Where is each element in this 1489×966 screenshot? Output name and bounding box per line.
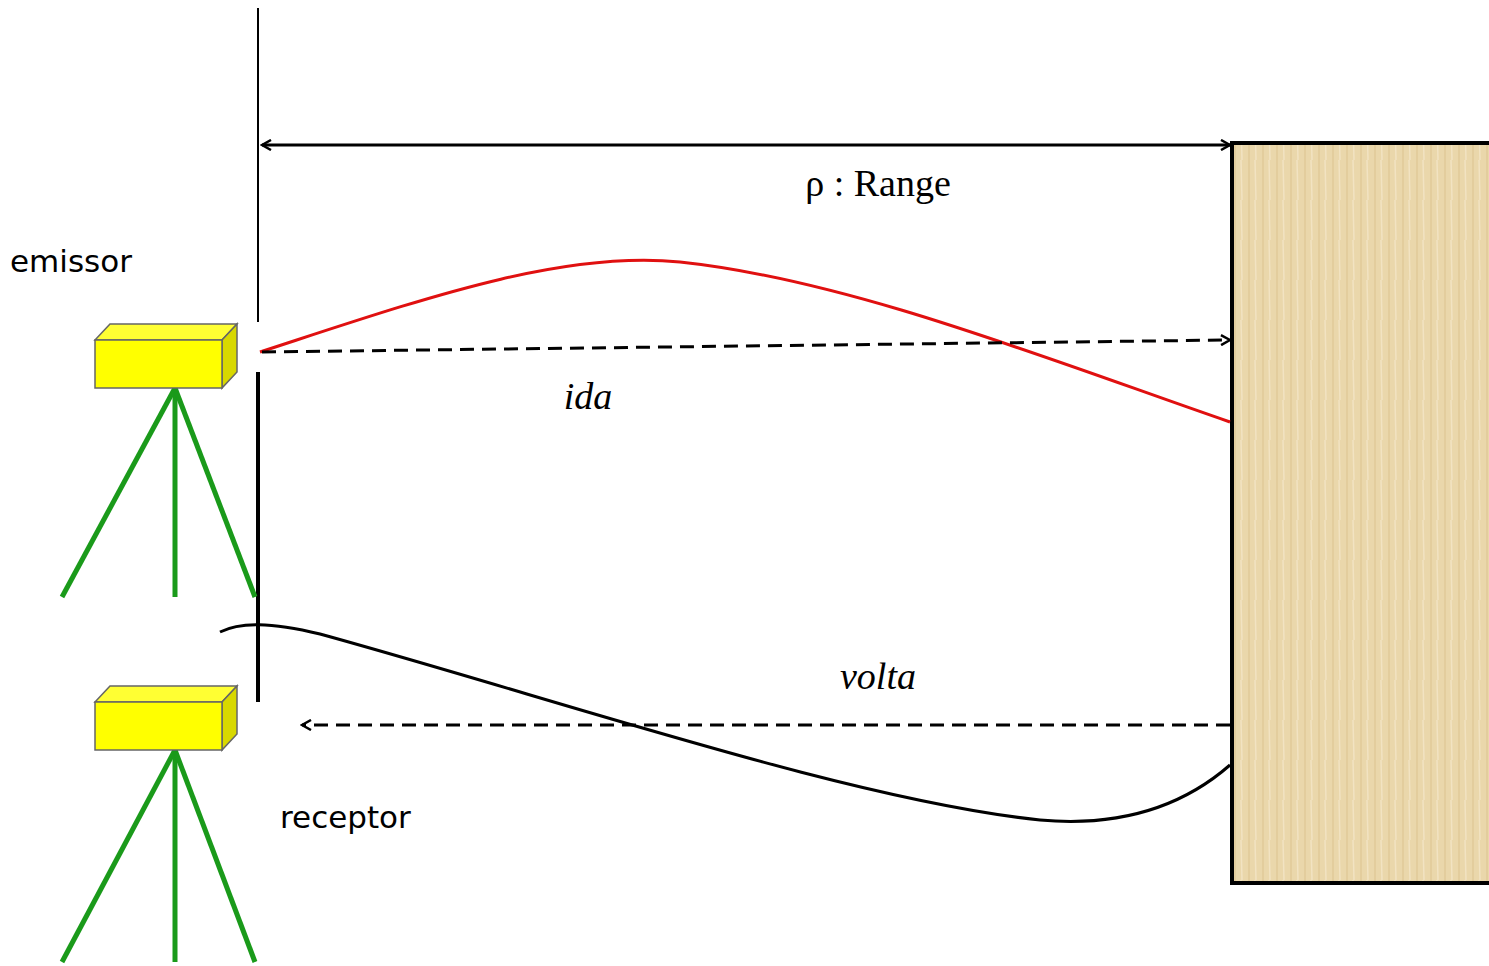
instrument-label: receptor <box>280 800 411 836</box>
reference-line <box>257 8 259 322</box>
wall-outline <box>1232 143 1489 883</box>
range-label: ρ : Range <box>805 162 951 206</box>
path-label: volta <box>840 655 916 699</box>
return-wave <box>220 625 1230 822</box>
return-path <box>302 724 1230 727</box>
outgoing-wave <box>260 260 1230 422</box>
wall <box>1232 143 1489 883</box>
outgoing-path <box>262 340 1230 352</box>
path-label: ida <box>564 375 613 419</box>
instrument-label: emissor <box>10 244 132 280</box>
reference-line <box>256 372 260 702</box>
range-arrow <box>262 144 1230 147</box>
emitter-instrument <box>62 324 255 597</box>
receiver-instrument <box>62 686 255 962</box>
